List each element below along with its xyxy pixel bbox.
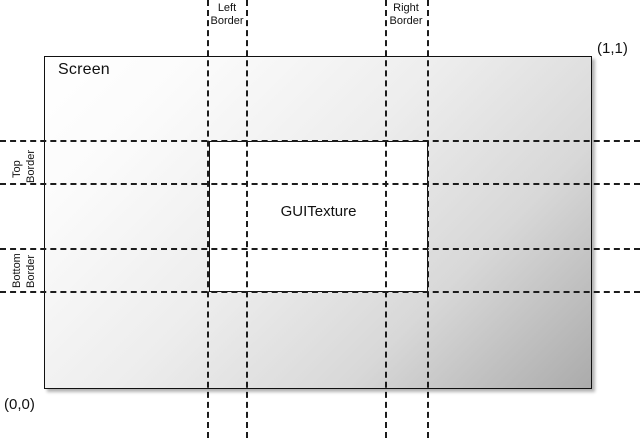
coordinate-bottom-left: (0,0): [4, 396, 35, 413]
hline-top-border-outer: [0, 140, 640, 142]
bottom-border-label-word1: Bottom: [11, 253, 23, 288]
vline-right-border-inner: [385, 0, 387, 438]
right-border-label: Right Border: [375, 2, 437, 27]
left-border-label: Left Border: [196, 2, 258, 27]
guitexture-rectangle: [209, 141, 428, 292]
guitexture-label: GUITexture: [280, 203, 357, 220]
bottom-border-label-word2: Border: [25, 254, 37, 288]
vline-left-border-outer: [207, 0, 209, 438]
vline-left-border-inner: [246, 0, 248, 438]
top-border-label-word2: Border: [25, 149, 37, 183]
coordinate-top-right: (1,1): [597, 40, 628, 57]
right-border-label-word2: Border: [389, 14, 423, 27]
hline-bottom-border-inner: [0, 248, 640, 250]
screen-label: Screen: [58, 61, 110, 78]
left-border-label-word2: Border: [210, 14, 244, 27]
hline-top-border-inner: [0, 183, 640, 185]
right-border-label-word1: Right: [393, 2, 419, 14]
hline-bottom-border-outer: [0, 291, 640, 293]
left-border-label-word1: Left: [217, 2, 237, 14]
top-border-label-word1: Top: [11, 160, 23, 178]
vline-right-border-outer: [427, 0, 429, 438]
